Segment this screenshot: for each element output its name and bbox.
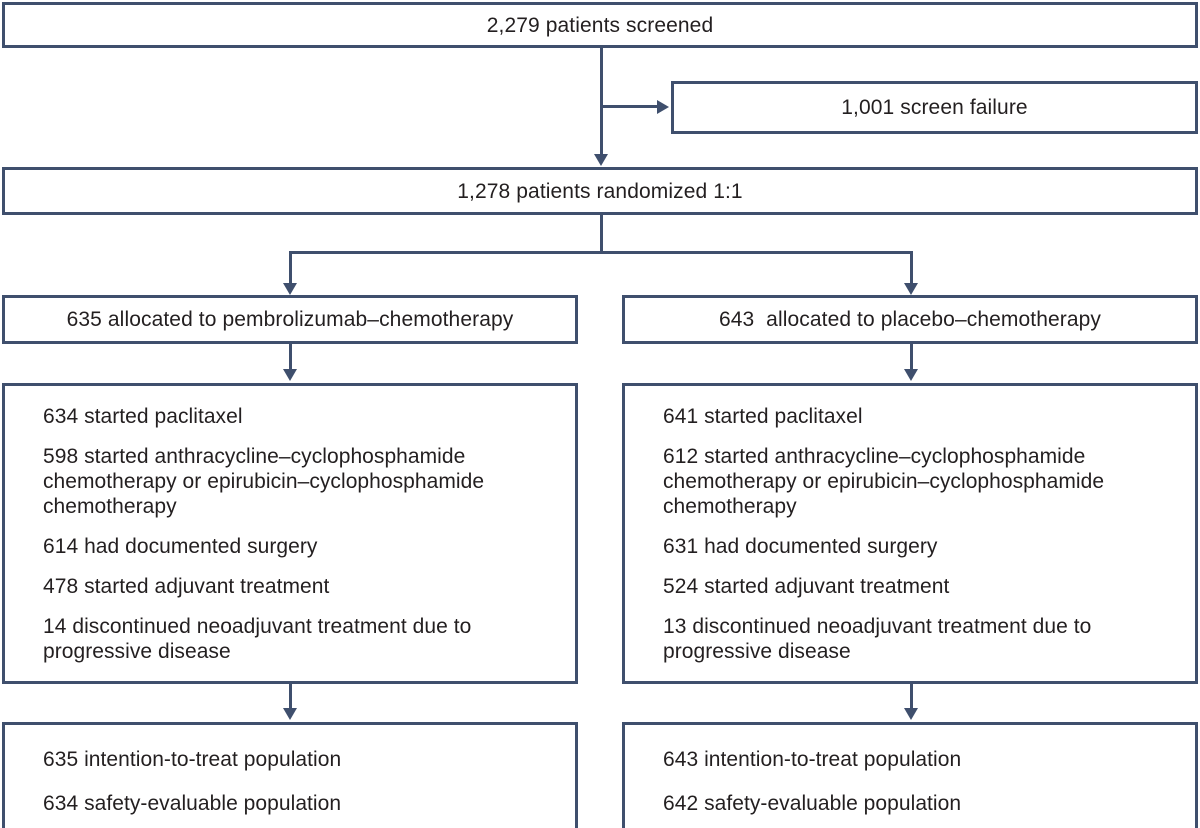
arrowhead-screen-failure: [657, 100, 669, 114]
node-population-placebo: 643 intention-to-treat population 642 sa…: [622, 722, 1198, 828]
arrowhead-population-right: [904, 708, 918, 720]
treatment-right-line-3: 631 had documented surgery: [663, 535, 938, 558]
node-allocated-pembrolizumab: 635 allocated to pembrolizumab–chemother…: [2, 295, 578, 344]
arrowhead-treatment-left: [283, 369, 297, 381]
connector-treatment-to-population-left: [289, 684, 292, 710]
connector-treatment-to-population-right: [910, 684, 913, 710]
treatment-left-line-4: 478 started adjuvant treatment: [43, 575, 330, 598]
treatment-left-line-2: 598 started anthracycline–cyclophosphami…: [43, 445, 485, 518]
node-allocated-placebo: 643 allocated to placebo–chemotherapy: [622, 295, 1198, 344]
treatment-left-line-1: 634 started paclitaxel: [43, 405, 243, 428]
node-screen-failure-label: 1,001 screen failure: [841, 96, 1028, 119]
node-treatment-placebo: 641 started paclitaxel 612 started anthr…: [622, 383, 1198, 684]
connector-allocated-to-treatment-left: [289, 344, 292, 371]
population-left-line-2: 634 safety-evaluable population: [43, 792, 342, 815]
connector-screened-to-randomized: [600, 48, 603, 156]
connector-to-screen-failure: [600, 105, 658, 108]
treatment-right-line-1: 641 started paclitaxel: [663, 405, 863, 428]
connector-randomized-stem: [600, 215, 603, 254]
connector-allocated-to-treatment-right: [910, 344, 913, 371]
node-randomized-label: 1,278 patients randomized 1:1: [457, 179, 743, 203]
connector-split-right: [910, 251, 913, 285]
population-right-line-1: 643 intention-to-treat population: [663, 748, 962, 771]
node-screened-label: 2,279 patients screened: [486, 13, 714, 37]
node-allocated-pembrolizumab-label: 635 allocated to pembrolizumab–chemother…: [66, 308, 514, 331]
arrowhead-allocated-right: [904, 283, 918, 295]
connector-randomized-split-bar: [289, 251, 913, 254]
arrowhead-treatment-right: [904, 369, 918, 381]
treatment-right-line-4: 524 started adjuvant treatment: [663, 575, 950, 598]
treatment-right-line-5: 13 discontinued neoadjuvant treatment du…: [663, 615, 1092, 663]
node-treatment-pembrolizumab: 634 started paclitaxel 598 started anthr…: [2, 383, 578, 684]
connector-split-left: [289, 251, 292, 285]
node-screen-failure: 1,001 screen failure: [671, 81, 1198, 134]
arrowhead-randomized: [594, 154, 608, 166]
node-randomized: 1,278 patients randomized 1:1: [2, 167, 1198, 215]
arrowhead-allocated-left: [283, 283, 297, 295]
population-right-line-2: 642 safety-evaluable population: [663, 792, 962, 815]
node-population-pembrolizumab: 635 intention-to-treat population 634 sa…: [2, 722, 578, 828]
node-screened: 2,279 patients screened: [2, 2, 1198, 48]
arrowhead-population-left: [283, 708, 297, 720]
treatment-left-line-5: 14 discontinued neoadjuvant treatment du…: [43, 615, 472, 663]
population-left-line-1: 635 intention-to-treat population: [43, 748, 342, 771]
node-allocated-placebo-label: 643 allocated to placebo–chemotherapy: [718, 308, 1102, 331]
treatment-right-line-2: 612 started anthracycline–cyclophosphami…: [663, 445, 1105, 518]
treatment-left-line-3: 614 had documented surgery: [43, 535, 318, 558]
